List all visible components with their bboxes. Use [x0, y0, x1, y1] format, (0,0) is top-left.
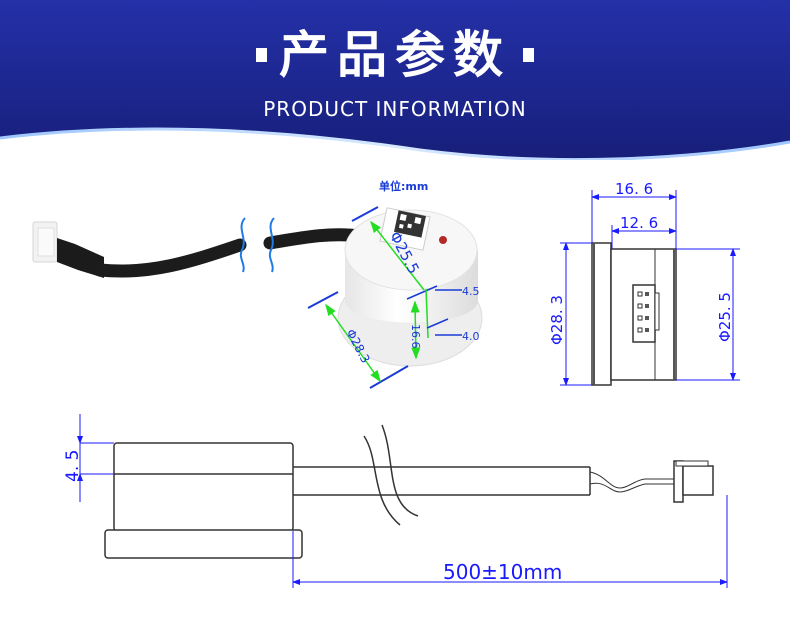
dim-base-diameter: Φ28. 3: [548, 295, 566, 345]
title-row: 产品参数: [0, 22, 790, 88]
dim-cap-height: 4. 5: [63, 450, 83, 482]
cable-break-mark: [363, 435, 401, 526]
dim-top-step: 4.5: [462, 285, 480, 298]
page-title: 产品参数: [279, 26, 511, 84]
dim-top-diameter-side: Φ25. 5: [716, 292, 734, 342]
header-banner: 产品参数 PRODUCT INFORMATION: [0, 0, 790, 160]
title-bullet-right: [523, 48, 534, 62]
header-background: [0, 0, 790, 160]
title-bullet-left: [256, 48, 267, 62]
dim-body-width: 12. 6: [620, 214, 658, 232]
indicator-led: [439, 236, 447, 244]
product-photo: Φ25.5 Φ28.3 16.6 4.5 4.0: [32, 206, 483, 389]
qr-code-icon: [394, 210, 426, 238]
cable-view-drawing: 4. 5 500±10mm: [63, 414, 728, 588]
cable-break-mark: [239, 217, 246, 273]
unit-label: 单位:mm: [379, 180, 429, 193]
connector-socket-icon: [632, 284, 660, 343]
dim-bottom-step: 4.0: [462, 330, 480, 343]
side-view-drawing: 16. 6 12. 6 Φ28. 3 Φ25. 5: [548, 180, 740, 386]
photo-cable: [93, 238, 247, 278]
photo-connector: [32, 221, 104, 278]
dim-height: 16.6: [409, 324, 422, 349]
dim-cable-length: 500±10mm: [443, 560, 562, 584]
page-subtitle: PRODUCT INFORMATION: [263, 97, 527, 121]
cable-connector-icon: [673, 460, 714, 503]
dim-total-width: 16. 6: [615, 180, 653, 198]
